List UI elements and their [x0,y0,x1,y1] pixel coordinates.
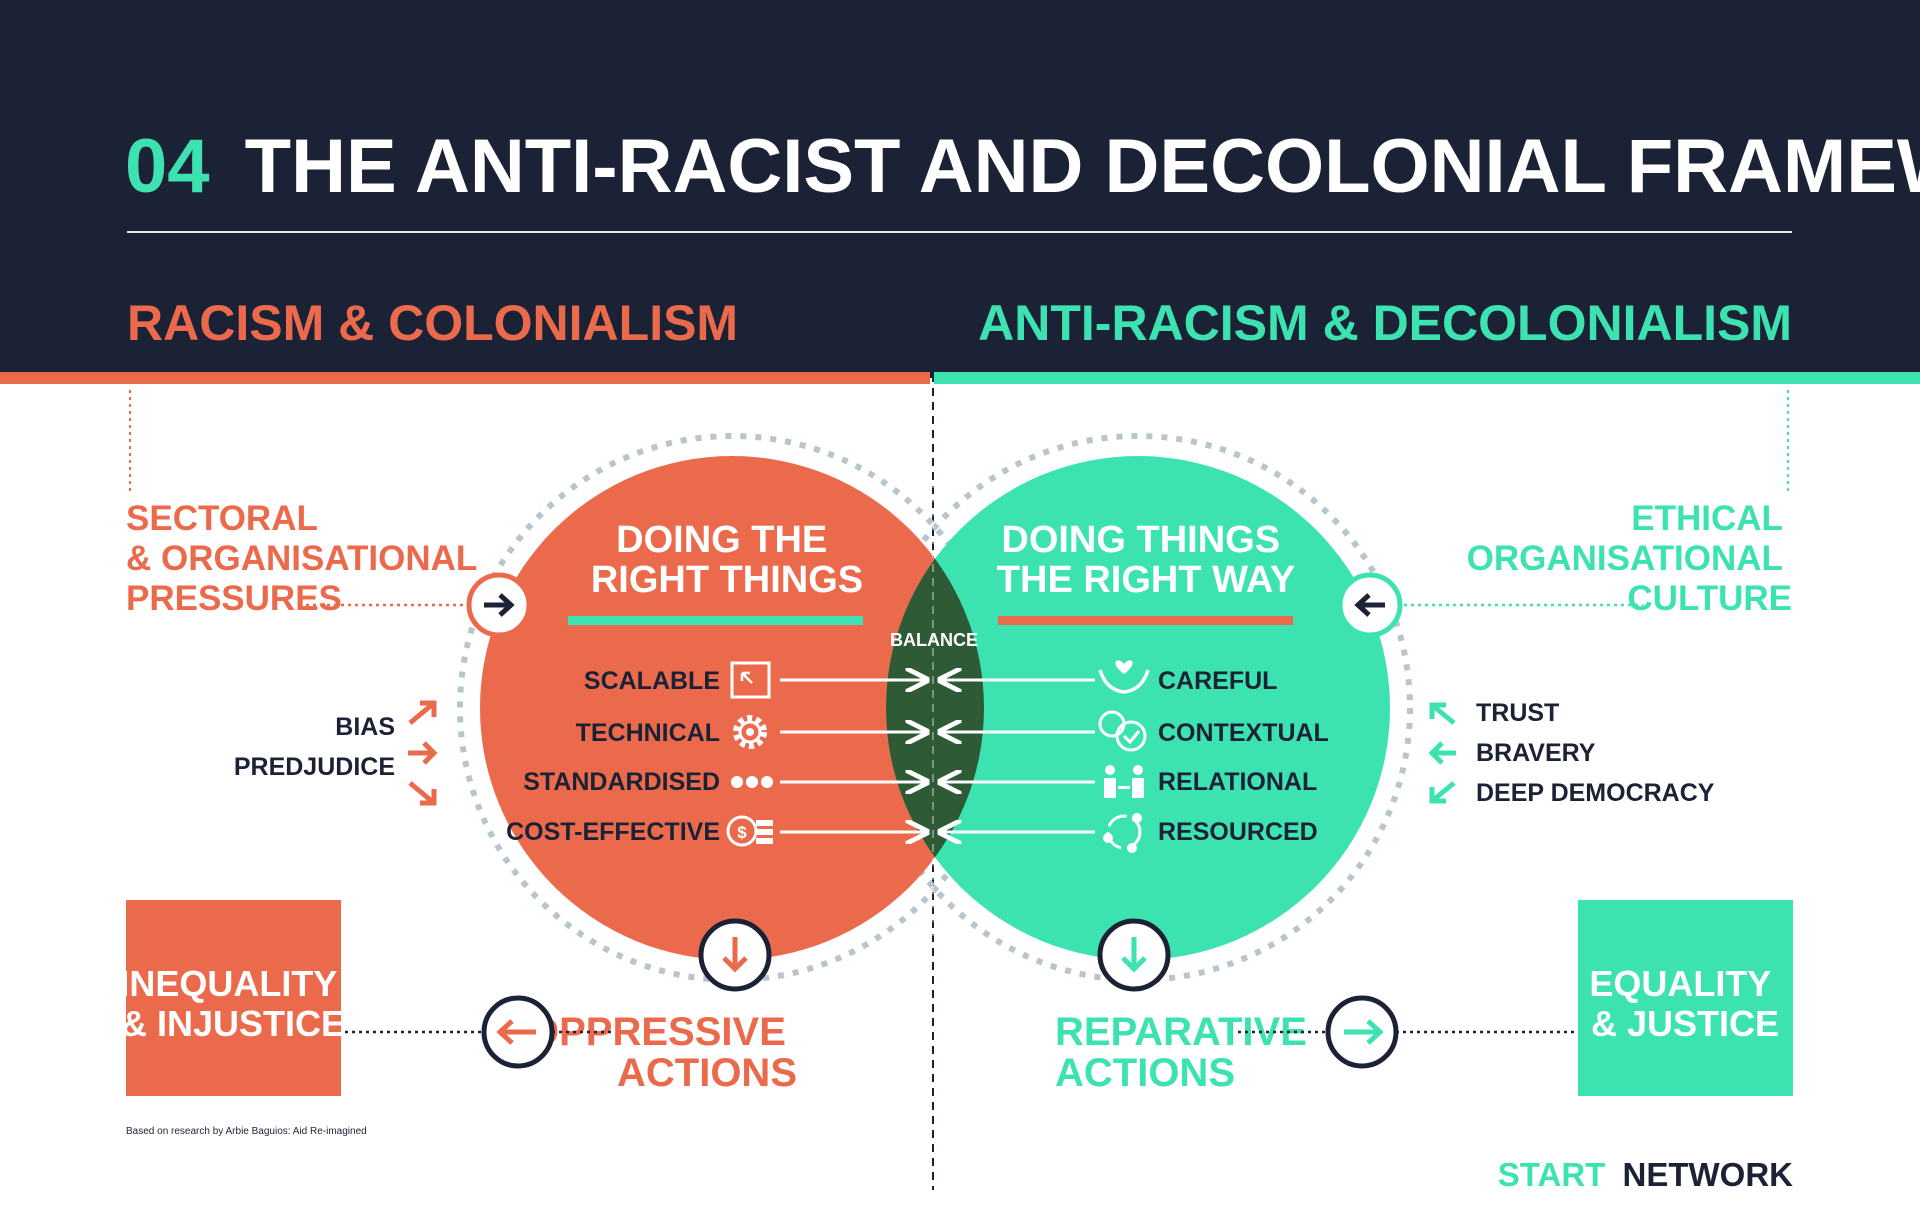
header-band [0,0,1920,378]
influence-bravery: BRAVERY [1476,739,1596,767]
oppressive-actions-label: OPPRESSIVE ACTIONS [528,1010,797,1095]
people-icon [1104,765,1144,798]
influence-deep-democracy: DEEP DEMOCRACY [1476,779,1715,807]
inequality-label: INEQUALITY & INJUSTICE [119,963,346,1044]
left-heading: RACISM & COLONIALISM [127,295,738,351]
reparative-arrow-node [1325,995,1399,1069]
speech-check-icon [1098,710,1147,752]
right-color-bar [934,372,1920,384]
research-credit: Based on research by Arbie Baguios: Aid … [126,1126,367,1137]
scale-arrow-icon [730,661,771,699]
left-down-arrow-node [698,918,772,992]
title-text: THE ANTI-RACIST AND DECOLONIAL FRAMEWORK [245,124,1920,209]
coins-icon: $ [726,815,773,847]
right-item-1: CAREFUL [1158,667,1277,695]
influence-arrows-left [408,700,438,806]
equality-label: EQUALITY & JUSTICE [1589,963,1780,1044]
right-item-2: CONTEXTUAL [1158,719,1329,747]
culture-arrow-node [1337,572,1403,638]
page-title: 04 THE ANTI-RACIST AND DECOLONIAL FRAMEW… [125,124,1920,209]
left-item-4: COST-EFFECTIVE [506,818,720,846]
balance-label: BALANCE [890,630,978,650]
influence-prejudice: PREDJUDICE [234,753,395,781]
balance-arrows [780,680,1095,832]
equality-box [1578,900,1793,1096]
right-title-underline [998,616,1293,625]
title-number: 04 [125,124,210,209]
influence-arrows-right [1428,702,1456,804]
network-icon [1103,813,1142,853]
pressures-arrow-node [466,572,532,638]
left-circle [480,456,984,960]
right-item-3: RELATIONAL [1158,768,1317,796]
pressures-label: SECTORAL & ORGANISATIONAL PRESSURES [126,499,486,618]
right-outer-ring [863,433,1413,983]
left-circle-title: DOING THE RIGHT THINGS [591,519,863,601]
inequality-box [126,900,341,1096]
influence-trust: TRUST [1476,699,1559,727]
right-down-arrow-node [1097,918,1171,992]
right-circle-title: DOING THINGS THE RIGHT WAY [997,519,1295,601]
left-title-underline [568,616,863,625]
culture-label: ETHICAL ORGANISATIONAL CULTURE [1467,499,1792,618]
right-item-4: RESOURCED [1158,818,1318,846]
oppressive-arrow-node [481,995,555,1069]
reparative-actions-label: REPARATIVE ACTIONS [1055,1010,1318,1095]
right-circle [886,456,1390,960]
left-color-bar [0,372,930,384]
heart-hands-icon [1098,660,1150,694]
svg-text:$: $ [737,823,747,842]
left-item-3: STANDARDISED [523,768,720,796]
start-network-logo: START NETWORK [1498,1156,1793,1193]
influence-bias: BIAS [335,713,395,741]
right-heading: ANTI-RACISM & DECOLONIALISM [978,295,1792,351]
left-item-1: SCALABLE [584,667,720,695]
left-item-2: TECHNICAL [576,719,720,747]
gear-icon [733,715,767,749]
dots-icon [731,776,773,788]
